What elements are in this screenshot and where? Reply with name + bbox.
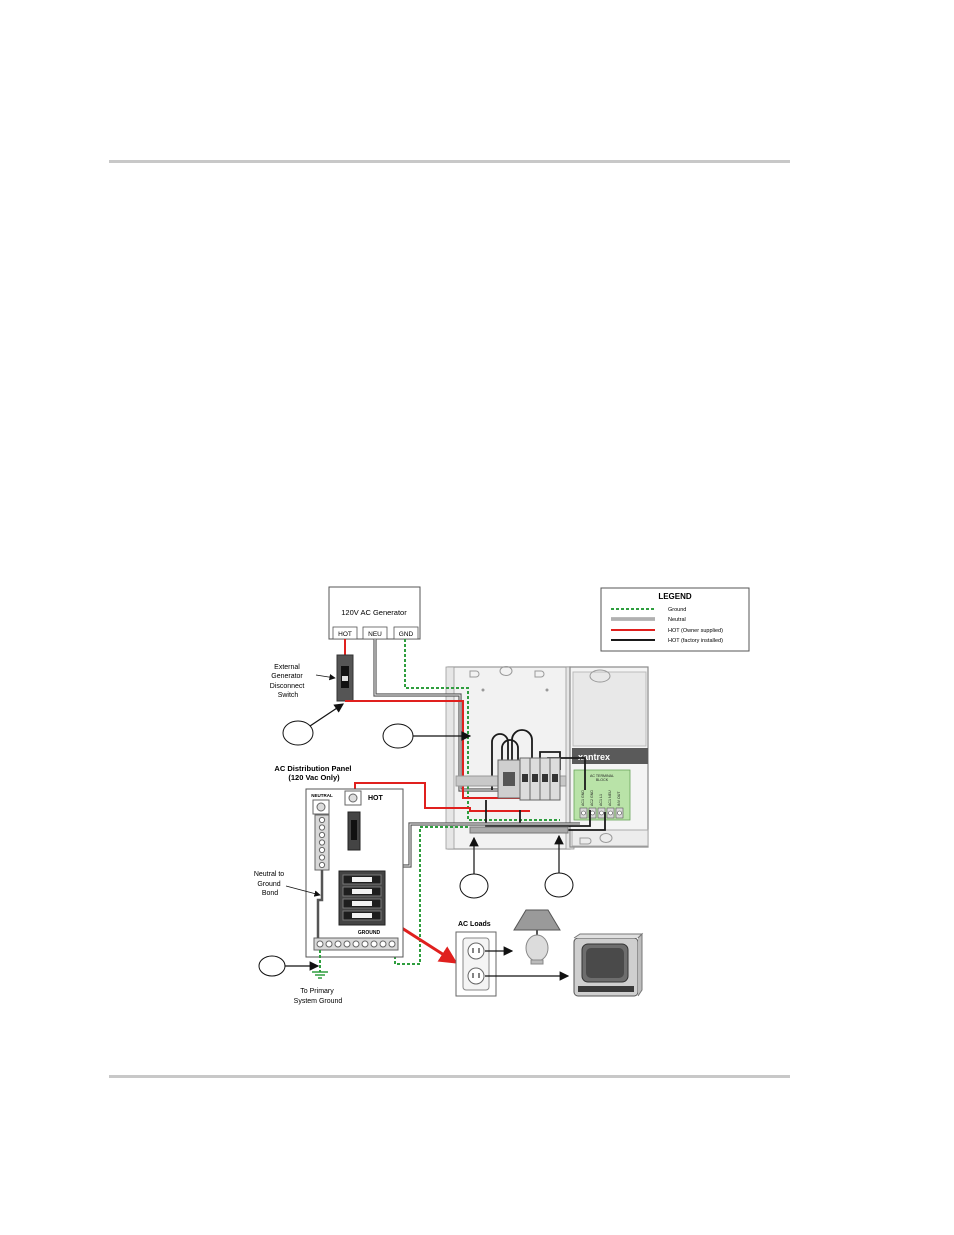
callout-circle-3 — [459, 873, 489, 899]
neutral-screw — [318, 824, 326, 831]
generator-gnd-label: GND — [399, 631, 414, 638]
terminal-name: AC1 L1 — [599, 794, 603, 806]
callout-circle-5 — [258, 955, 286, 977]
callout-circle-1 — [282, 720, 314, 746]
ground-screw — [361, 940, 369, 948]
legend-title: LEGEND — [658, 592, 692, 601]
footer-rule — [109, 1075, 790, 1078]
ground-screw — [316, 940, 324, 948]
ground-screw — [379, 940, 387, 948]
disconnect-switch-label: External Generator Disconnect Switch — [270, 664, 307, 699]
header-rule — [109, 160, 790, 163]
legend-hot-owner-label: HOT (Owner supplied) — [668, 628, 723, 634]
disconnect-pointer — [315, 673, 336, 681]
neutral-screw — [318, 854, 326, 861]
panel-hot-label: HOT — [368, 795, 384, 802]
ac-loads-label: AC Loads — [458, 921, 491, 928]
neutral-screw — [318, 831, 326, 839]
breaker-handle — [352, 913, 372, 918]
neutral-bar-label: NEUTRAL — [311, 793, 333, 798]
ac-breakers — [455, 757, 569, 834]
brand-logo: xantrex — [578, 752, 610, 762]
ground-bar-label: GROUND — [358, 930, 381, 936]
terminal-name: AC1 GND — [581, 790, 585, 806]
generator: 120V AC Generator HOT NEU GND — [328, 586, 421, 640]
neutral-screw — [318, 846, 326, 854]
terminal-name: INV OUT — [617, 791, 621, 806]
ground-screw — [388, 940, 396, 948]
wiring — [322, 639, 606, 965]
neutral-screw — [318, 816, 326, 824]
terminal-block-subtitle: BLOCK — [596, 778, 609, 782]
terminal-name: AC1 NEU — [608, 790, 612, 806]
breaker-handle — [352, 889, 372, 894]
legend-hot-factory-label: HOT (factory installed) — [668, 638, 723, 644]
ground-screw — [334, 940, 342, 948]
bond-pointer — [285, 885, 321, 897]
ground-screw — [370, 940, 378, 948]
television-icon — [573, 932, 644, 997]
legend: LEGEND Ground Neutral HOT (Owner supplie… — [600, 587, 750, 652]
lamp-icon — [513, 909, 561, 965]
ground-screw — [352, 940, 360, 948]
breaker-handle — [352, 901, 372, 906]
terminal-name: AC2 GND — [590, 790, 594, 806]
terminal-names: AC1 GND AC2 GND AC1 L1 AC1 NEU INV OUT — [581, 790, 621, 806]
legend-neutral-label: Neutral — [668, 617, 686, 623]
breaker-handle — [352, 877, 372, 882]
ground-screw — [325, 940, 333, 948]
terminal-screws — [579, 807, 624, 819]
neutral-screw — [318, 861, 326, 869]
disconnect-switch — [336, 639, 354, 702]
ac-outlet — [455, 931, 497, 997]
terminal-block-title: AC TERMINAL — [590, 774, 614, 778]
legend-ground-label: Ground — [668, 607, 686, 613]
primary-ground-label: To Primary System Ground — [294, 988, 343, 1005]
neutral-screw — [318, 839, 326, 846]
generator-neu-label: NEU — [368, 631, 382, 638]
ground-screw — [343, 940, 351, 948]
panel-title: AC Distribution Panel (120 Vac Only) — [274, 764, 353, 782]
distribution-panel: NEUTRAL HOT GROUND — [305, 788, 404, 979]
neutral-bond-label: Neutral to Ground Bond — [254, 871, 286, 897]
callout-circle-4 — [544, 872, 574, 898]
generator-hot-label: HOT — [338, 631, 352, 638]
callout-circle-2 — [382, 723, 414, 749]
generator-title: 120V AC Generator — [341, 608, 407, 617]
callouts — [258, 703, 574, 977]
